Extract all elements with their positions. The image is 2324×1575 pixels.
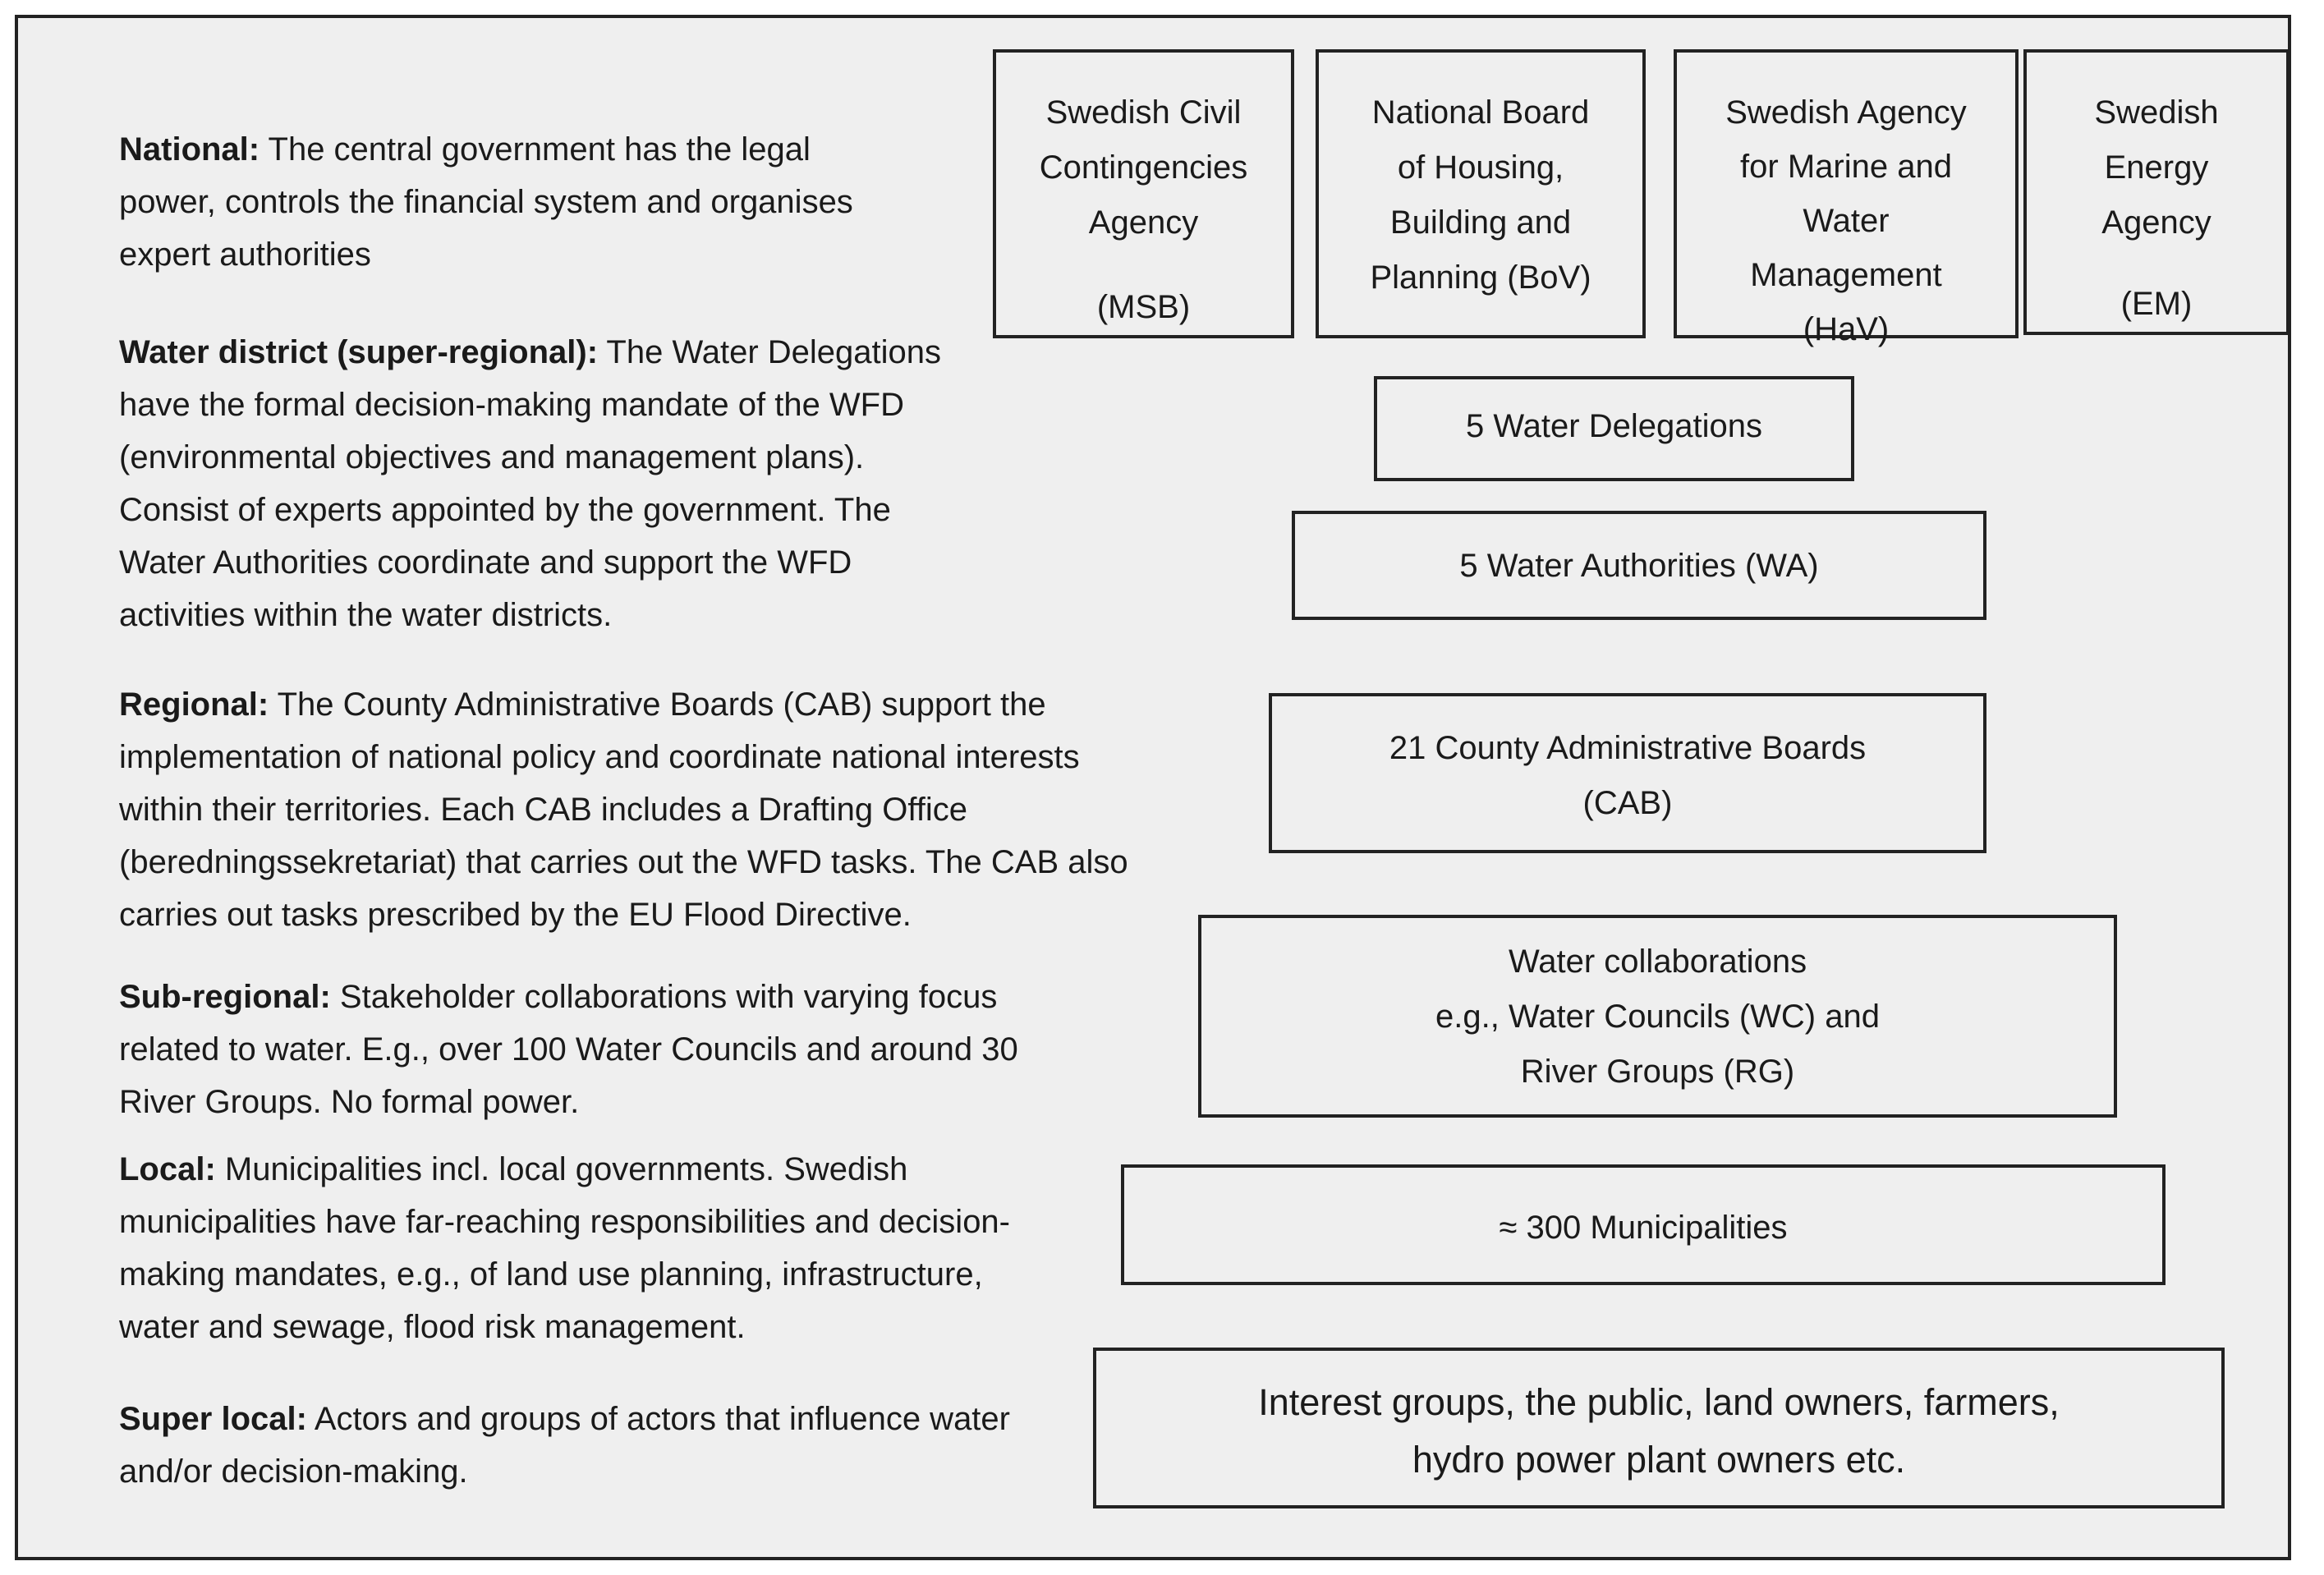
box-line: 5 Water Authorities (WA) — [1459, 548, 1819, 584]
agency-line: Swedish Agency — [1725, 94, 1967, 131]
level-text-line: Actors and groups of actors that influen… — [306, 1401, 1010, 1437]
box-line: Interest groups, the public, land owners… — [1258, 1381, 2060, 1423]
level-regional-label: Regional: — [119, 686, 269, 723]
level-sub-regional-label: Sub-regional: — [119, 979, 331, 1015]
interest-groups-box: Interest groups, the public, land owners… — [1093, 1348, 2225, 1508]
level-text-line: The central government has the legal — [259, 131, 811, 168]
agency-box-hav: Swedish Agency for Marine and Water Mana… — [1674, 49, 2019, 347]
level-text-line: within their territories. Each CAB inclu… — [119, 792, 968, 828]
water-authorities-box: 5 Water Authorities (WA) — [1292, 511, 1986, 620]
agency-line: Building and — [1389, 204, 1572, 241]
level-text-line: Municipalities incl. local governments. … — [215, 1151, 908, 1187]
agency-line: Agency — [1088, 204, 1199, 241]
box-line: e.g., Water Councils (WC) and — [1435, 999, 1880, 1035]
agency-line: Agency — [2101, 204, 2211, 241]
level-text-line: making mandates, e.g., of land use plann… — [119, 1256, 983, 1293]
water-collaborations-box: Water collaborations e.g., Water Council… — [1198, 915, 2117, 1118]
agency-line: Contingencies — [1039, 149, 1248, 186]
agency-line: Water — [1803, 203, 1890, 239]
level-super-local-label: Super local: — [119, 1401, 307, 1437]
agency-line: Management — [1750, 257, 1942, 293]
agency-line: Planning (BoV) — [1370, 259, 1591, 296]
level-sub-regional: Sub-regional: Stakeholder collaborations… — [119, 971, 1018, 1128]
level-local: Local: Municipalities incl. local govern… — [119, 1143, 1010, 1353]
agency-line: of Housing, — [1397, 149, 1564, 186]
level-water-district-label: Water district (super-regional): — [119, 334, 599, 370]
level-regional: Regional: The County Administrative Boar… — [119, 678, 1128, 941]
level-local-label: Local: — [119, 1151, 216, 1187]
level-text-line: related to water. E.g., over 100 Water C… — [119, 1031, 1018, 1068]
agency-box-bov: National Board of Housing, Building and … — [1316, 49, 1646, 338]
agency-line: for Marine and — [1740, 149, 1952, 185]
level-text-line: Water Authorities coordinate and support… — [119, 544, 852, 581]
level-text-line: The County Administrative Boards (CAB) s… — [269, 686, 1046, 723]
box-line: River Groups (RG) — [1520, 1054, 1795, 1090]
agency-abbr: (EM) — [2120, 286, 2193, 322]
agency-line: National Board — [1371, 94, 1590, 131]
box-line: hydro power plant owners etc. — [1412, 1439, 1906, 1481]
level-national: National: The central government has the… — [119, 123, 853, 281]
agency-box-em: Swedish Energy Agency (EM) — [2023, 49, 2290, 335]
level-text-line: activities within the water districts. — [119, 597, 613, 633]
water-delegations-box: 5 Water Delegations — [1374, 376, 1854, 481]
box-line: 5 Water Delegations — [1466, 408, 1762, 444]
agency-line: (HaV) — [1803, 311, 1890, 347]
level-text-line: implementation of national policy and co… — [119, 739, 1080, 775]
level-text-line: The Water Delegations — [598, 334, 942, 370]
level-text-line: carries out tasks prescribed by the EU F… — [119, 897, 912, 933]
level-text-line: Stakeholder collaborations with varying … — [330, 979, 998, 1015]
level-text-line: expert authorities — [119, 236, 371, 273]
level-text-line: municipalities have far-reaching respons… — [119, 1204, 1010, 1240]
municipalities-box: ≈ 300 Municipalities — [1121, 1164, 2166, 1285]
agency-abbr: (MSB) — [1096, 289, 1191, 325]
box-line: (CAB) — [1582, 785, 1673, 821]
level-text-line: power, controls the financial system and… — [119, 184, 853, 220]
level-water-district: Water district (super-regional): The Wat… — [119, 326, 941, 641]
box-line: Water collaborations — [1508, 944, 1807, 980]
box-line: ≈ 300 Municipalities — [1499, 1210, 1788, 1246]
level-text-line: have the formal decision-making mandate … — [119, 387, 904, 423]
level-text-line: (beredningssekretariat) that carries out… — [119, 844, 1128, 880]
level-national-label: National: — [119, 131, 260, 168]
agency-box-msb: Swedish Civil Contingencies Agency (MSB) — [993, 49, 1294, 338]
level-text-line: Consist of experts appointed by the gove… — [119, 492, 891, 528]
agency-line: Energy — [2104, 149, 2209, 186]
level-text-line: water and sewage, flood risk management. — [119, 1309, 746, 1345]
diagram-frame: National: The central government has the… — [15, 15, 2291, 1560]
agency-line: Swedish Civil — [1045, 94, 1242, 131]
box-line: 21 County Administrative Boards — [1389, 730, 1867, 766]
level-super-local: Super local: Actors and groups of actors… — [119, 1393, 1010, 1498]
cab-box: 21 County Administrative Boards (CAB) — [1269, 693, 1986, 853]
level-text-line: and/or decision-making. — [119, 1453, 468, 1490]
agency-line: Swedish — [2094, 94, 2219, 131]
level-text-line: River Groups. No formal power. — [119, 1084, 580, 1120]
level-text-line: (environmental objectives and management… — [119, 439, 865, 475]
